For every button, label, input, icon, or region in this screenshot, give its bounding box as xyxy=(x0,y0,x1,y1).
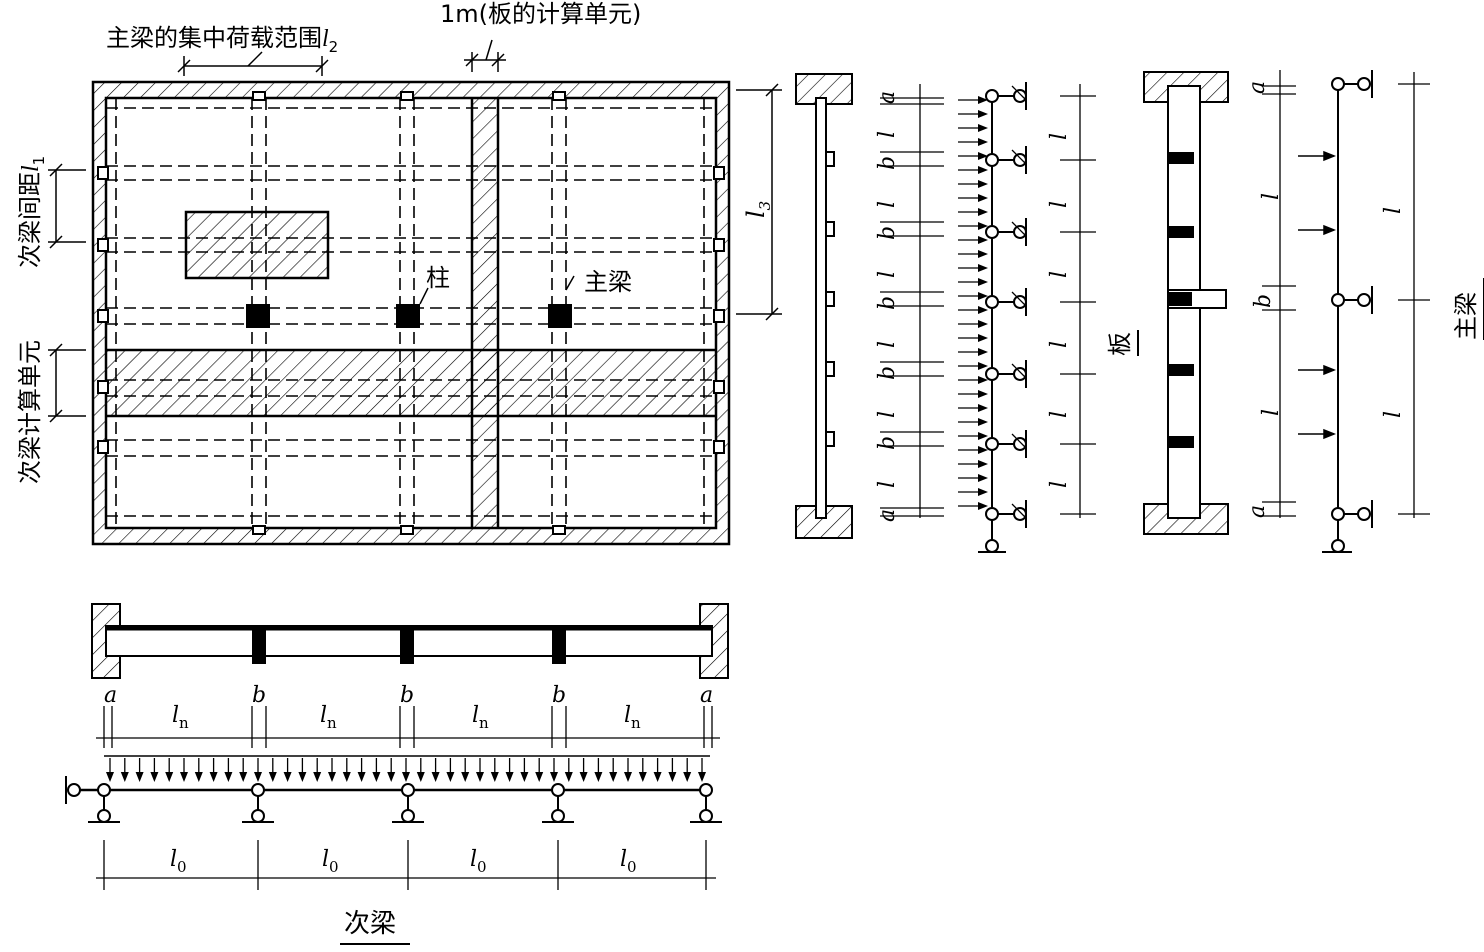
svg-text:b: b xyxy=(252,683,266,708)
svg-text:a: a xyxy=(700,683,713,708)
svg-text:l: l xyxy=(1047,201,1072,208)
svg-text:a: a xyxy=(875,509,900,522)
svg-text:b: b xyxy=(875,156,900,170)
svg-text:l: l xyxy=(1047,481,1072,488)
svg-text:l0: l0 xyxy=(620,847,637,876)
svg-text:b: b xyxy=(875,366,900,380)
svg-text:l: l xyxy=(875,271,900,278)
svg-text:b: b xyxy=(875,436,900,450)
slab-caption: 板 xyxy=(1106,332,1134,356)
svg-text:l: l xyxy=(1381,207,1406,214)
main-beam-section: a l b l a l l 主梁 xyxy=(1143,70,1484,553)
svg-text:l: l xyxy=(875,481,900,488)
svg-text:a: a xyxy=(875,91,900,104)
main-beam-load-area xyxy=(184,210,330,280)
floor-plan: 主梁的集中荷载范围l2 1m(板的计算单元) 次梁间距l1 次梁计算单元 l3 xyxy=(16,0,782,546)
slab-unit-strip xyxy=(471,97,499,529)
svg-text:l0: l0 xyxy=(322,847,339,876)
svg-text:a: a xyxy=(1245,505,1270,518)
svg-text:l: l xyxy=(1047,271,1072,278)
svg-text:l: l xyxy=(875,411,900,418)
svg-text:l: l xyxy=(1047,133,1072,140)
main-beam-load-range-label: 主梁的集中荷载范围l2 xyxy=(106,24,338,56)
secondary-unit-label: 次梁计算单元 xyxy=(16,340,44,484)
column-2 xyxy=(396,304,420,328)
svg-text:l: l xyxy=(1047,341,1072,348)
column-1 xyxy=(246,304,270,328)
svg-text:l: l xyxy=(1047,411,1072,418)
svg-text:a: a xyxy=(104,683,117,708)
svg-text:l: l xyxy=(1259,409,1284,416)
secondary-unit-strip xyxy=(105,349,717,417)
svg-text:l: l xyxy=(1259,193,1284,200)
secondary-spacing-label: 次梁间距l1 xyxy=(16,156,48,268)
l3-label: l3 xyxy=(742,201,774,218)
secondary-beam-elevation: a b b b a ln ln ln ln l0 l0 l0 l0 次梁 xyxy=(65,603,729,945)
svg-text:ln: ln xyxy=(472,703,489,732)
main-beam-label: 主梁 xyxy=(584,268,632,296)
svg-text:b: b xyxy=(1251,294,1276,308)
slab-unit-label: 1m(板的计算单元) xyxy=(440,0,641,28)
svg-text:ln: ln xyxy=(172,703,189,732)
column-3 xyxy=(548,304,572,328)
svg-text:ln: ln xyxy=(624,703,641,732)
svg-text:a: a xyxy=(1245,81,1270,94)
main-beam-supports xyxy=(1322,70,1373,553)
slab-supports xyxy=(978,82,1027,553)
slab-load-arrows xyxy=(958,96,988,510)
svg-text:l: l xyxy=(875,341,900,348)
svg-text:b: b xyxy=(875,226,900,240)
svg-text:l: l xyxy=(875,131,900,138)
main-beam-caption: 主梁 xyxy=(1452,292,1480,340)
svg-text:b: b xyxy=(552,683,566,708)
svg-text:l: l xyxy=(875,201,900,208)
secondary-load-arrows xyxy=(106,758,706,782)
secondary-beam-caption: 次梁 xyxy=(344,909,396,939)
svg-text:b: b xyxy=(875,296,900,310)
svg-text:b: b xyxy=(400,683,414,708)
svg-text:l: l xyxy=(1381,411,1406,418)
slab-section: a l b l b l b l b l b l a l l xyxy=(795,73,1139,553)
svg-text:ln: ln xyxy=(320,703,337,732)
secondary-supports xyxy=(65,776,722,823)
column-label: 柱 xyxy=(426,264,450,292)
svg-text:l0: l0 xyxy=(470,847,487,876)
svg-text:l0: l0 xyxy=(170,847,187,876)
